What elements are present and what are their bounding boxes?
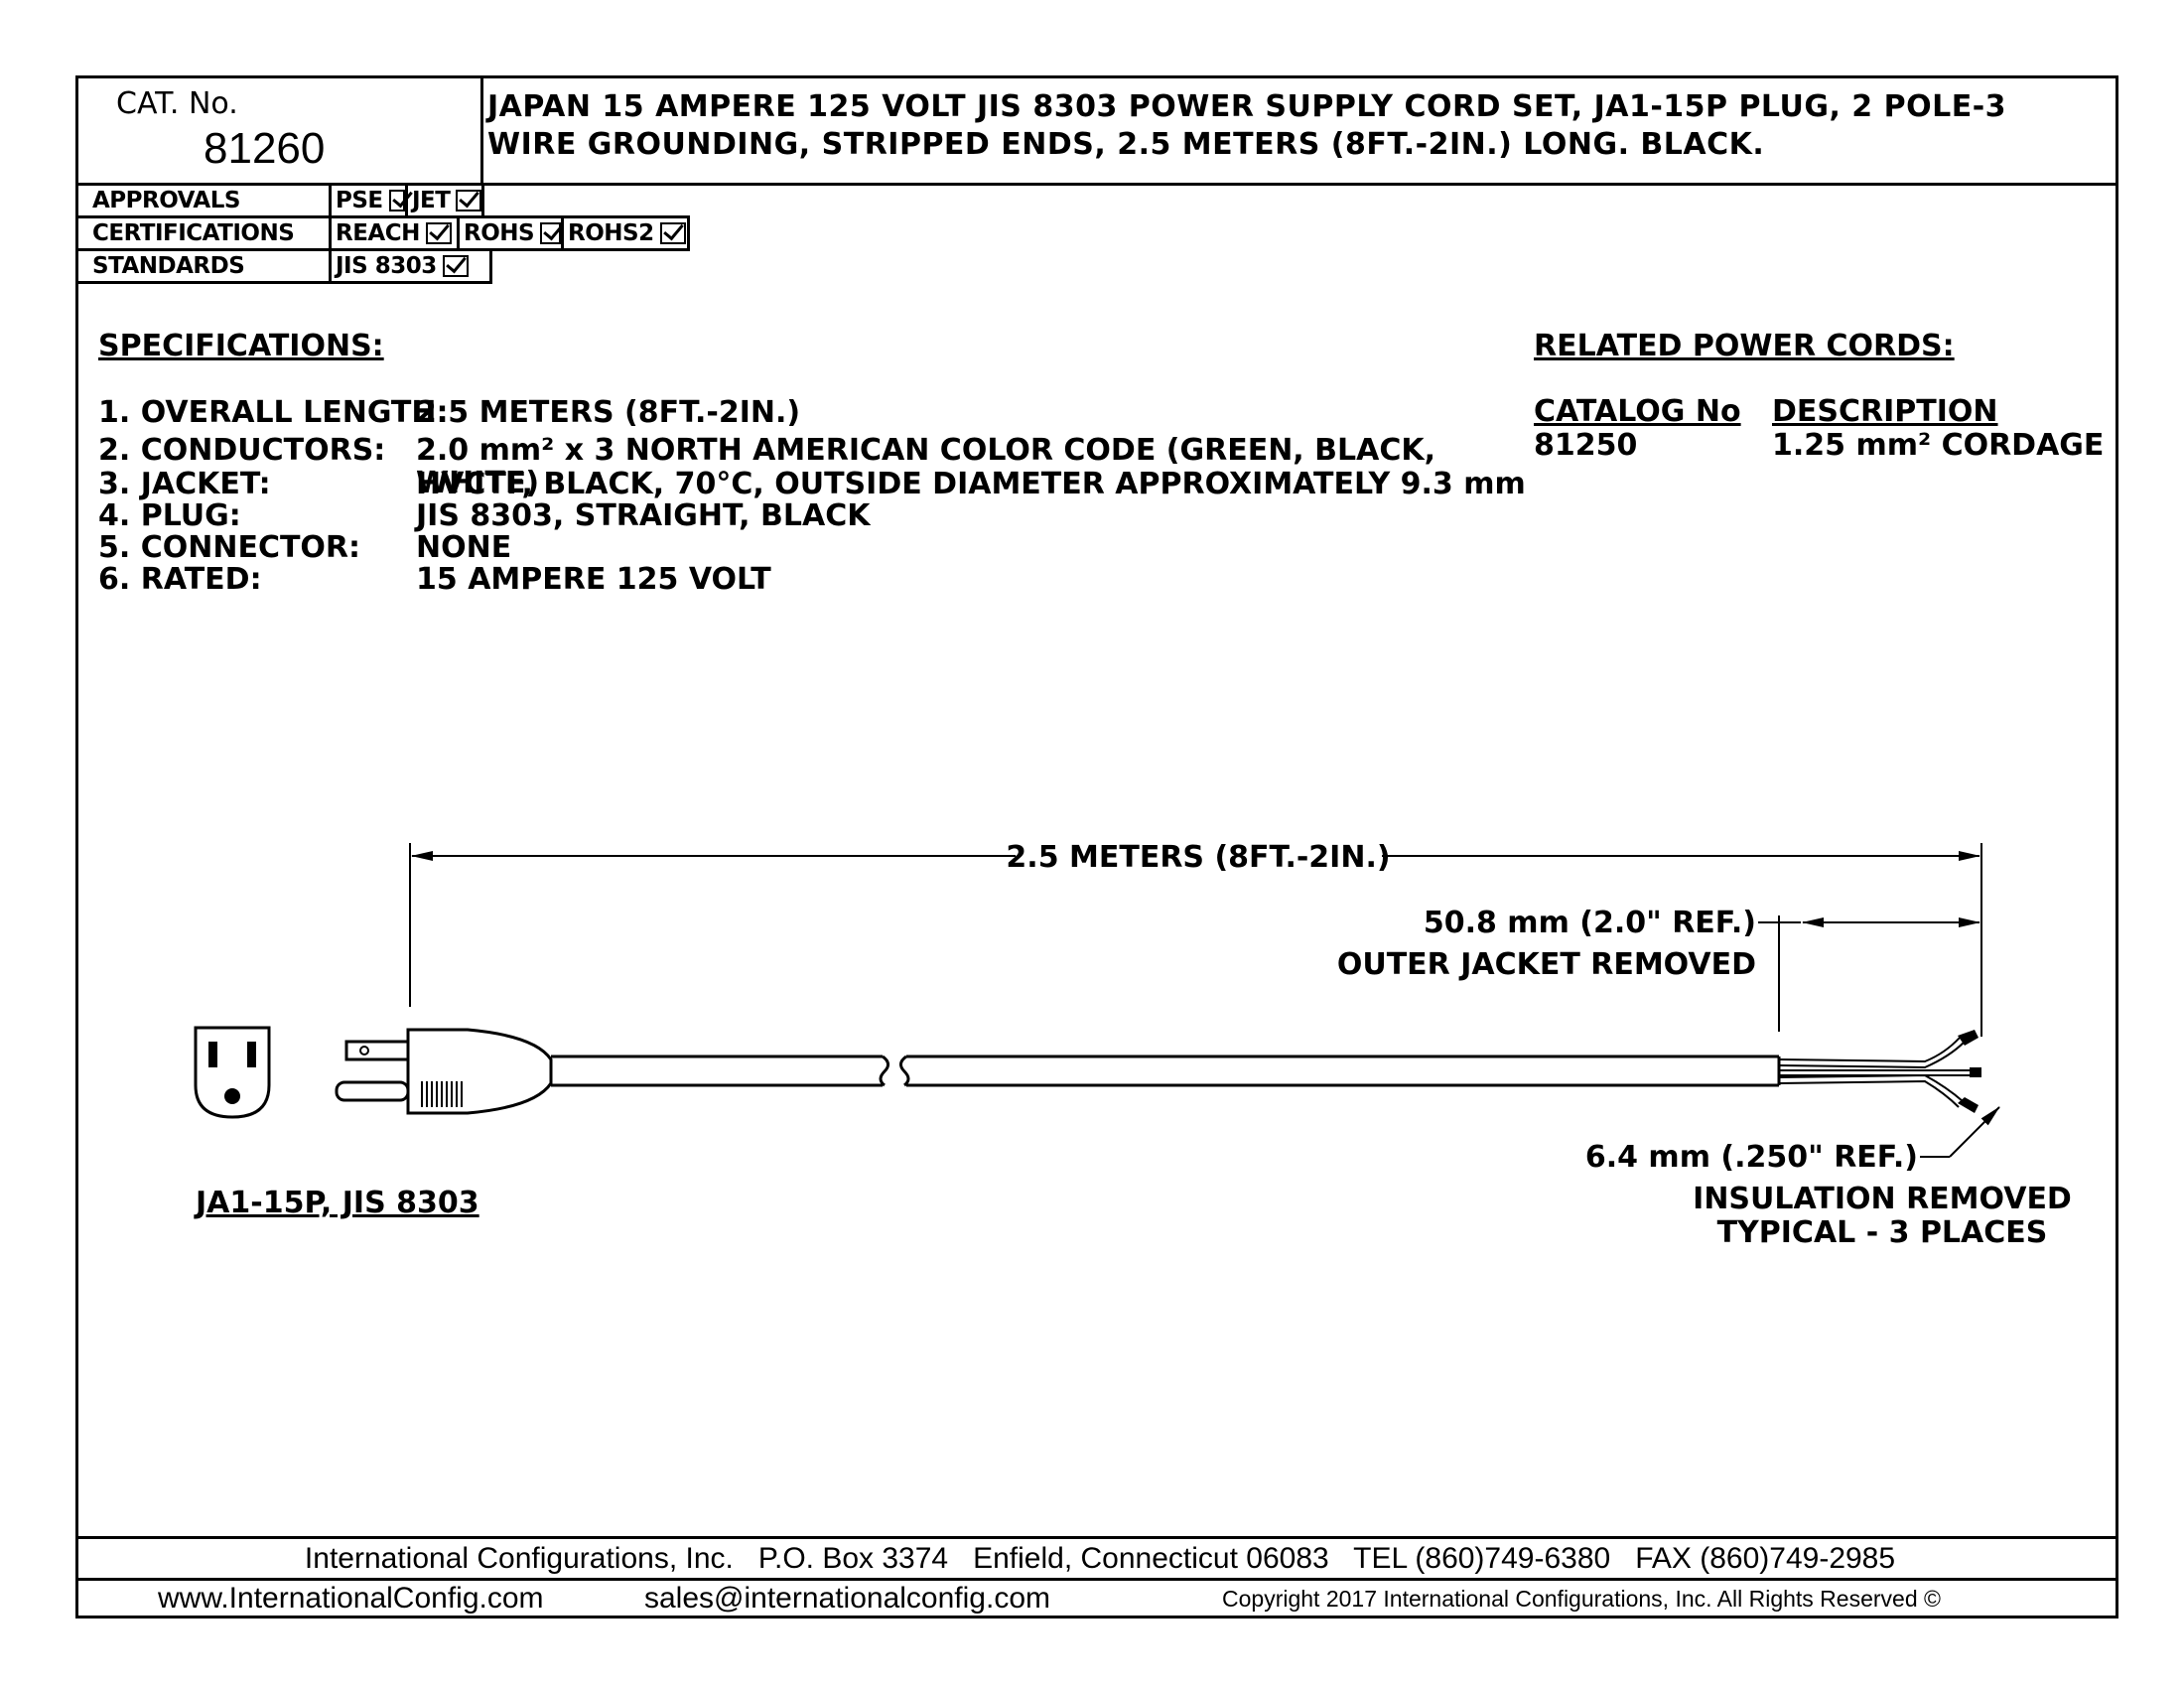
stripped-conductors	[1778, 1037, 1975, 1108]
checkbox-checked-icon	[456, 190, 481, 211]
spec-label: 1. OVERALL LENGTH:	[98, 395, 449, 430]
footer-top-rule	[78, 1536, 2116, 1539]
jacket-strip-note: OUTER JACKET REMOVED	[1337, 947, 1756, 982]
cert-rohs2: ROHS2	[561, 215, 690, 251]
cord-jacket	[551, 1055, 1781, 1087]
specifications-heading: SPECIFICATIONS:	[98, 329, 384, 363]
spec-label: 4. PLUG:	[98, 498, 241, 533]
drawing-frame: CAT. No. 81260 JAPAN 15 AMPERE 125 VOLT …	[75, 75, 2118, 1618]
insulation-dim: 6.4 mm (.250" REF.)	[1585, 1140, 1918, 1175]
plug-face-icon	[194, 1026, 271, 1119]
email-link[interactable]: sales@internationalconfig.com	[644, 1582, 1050, 1615]
related-catalog: 81250	[1534, 428, 1638, 463]
cord-drawing: 2.5 METERS (8FT.-2IN.) 50.8 mm (2.0" REF…	[194, 840, 2072, 1250]
header-divider	[480, 78, 483, 183]
plug-label: JA1-15P, JIS 8303	[194, 1186, 479, 1220]
spec-label: 6. RATED:	[98, 562, 262, 597]
checkbox-checked-icon	[388, 190, 405, 211]
company-info: International Configurations, Inc. P.O. …	[304, 1542, 1896, 1575]
spec-value: HVCTF, BLACK, 70°C, OUTSIDE DIAMETER APP…	[416, 467, 1526, 501]
spec-label: 3. JACKET:	[98, 467, 271, 501]
related-heading: RELATED POWER CORDS:	[1534, 329, 1955, 363]
plug-body-icon	[335, 1028, 553, 1115]
spec-value: 2.0 mm² x 3 NORTH AMERICAN COLOR CODE (G…	[416, 433, 1436, 500]
copyright: Copyright 2017 International Configurati…	[1222, 1586, 1941, 1612]
checkbox-checked-icon	[540, 222, 561, 244]
related-col-description: DESCRIPTION	[1772, 394, 1998, 429]
website-link[interactable]: www.InternationalConfig.com	[158, 1582, 544, 1615]
footer-mid-rule	[78, 1578, 2116, 1581]
spec-value: 2.5 METERS (8FT.-2IN.)	[416, 395, 801, 430]
spec-value: 15 AMPERE 125 VOLT	[416, 562, 771, 597]
checkbox-checked-icon	[425, 222, 452, 244]
spec-label: 2. CONDUCTORS:	[98, 433, 386, 468]
cat-label: CAT. No.	[116, 86, 238, 121]
spec-value: NONE	[416, 530, 512, 565]
spec-label: 5. CONNECTOR:	[98, 530, 361, 565]
product-title: JAPAN 15 AMPERE 125 VOLT JIS 8303 POWER …	[487, 89, 2007, 162]
leader-arrow	[1949, 1106, 2000, 1158]
jacket-strip-dim: 50.8 mm (2.0" REF.)	[1424, 906, 1756, 940]
header-bottom-rule	[78, 183, 2116, 186]
insulation-note-typical: TYPICAL - 3 PLACES	[1717, 1215, 2048, 1250]
spec-value: JIS 8303, STRAIGHT, BLACK	[416, 498, 871, 533]
insulation-note: INSULATION REMOVED	[1693, 1182, 2072, 1216]
checkbox-checked-icon	[442, 255, 469, 277]
standards-label: STANDARDS	[75, 248, 332, 284]
related-col-catalog: CATALOG No	[1534, 394, 1741, 429]
checkbox-checked-icon	[659, 222, 686, 244]
standard-jis: JIS 8303	[329, 248, 492, 284]
related-description: 1.25 mm² CORDAGE	[1772, 428, 2105, 463]
bare-wire-ends	[1958, 1030, 1981, 1113]
specifications-list: 1. OVERALL LENGTH: 2.5 METERS (8FT.-2IN.…	[98, 396, 1568, 605]
overall-length-dim: 2.5 METERS (8FT.-2IN.)	[1006, 840, 1390, 875]
cat-number: 81260	[204, 124, 326, 173]
